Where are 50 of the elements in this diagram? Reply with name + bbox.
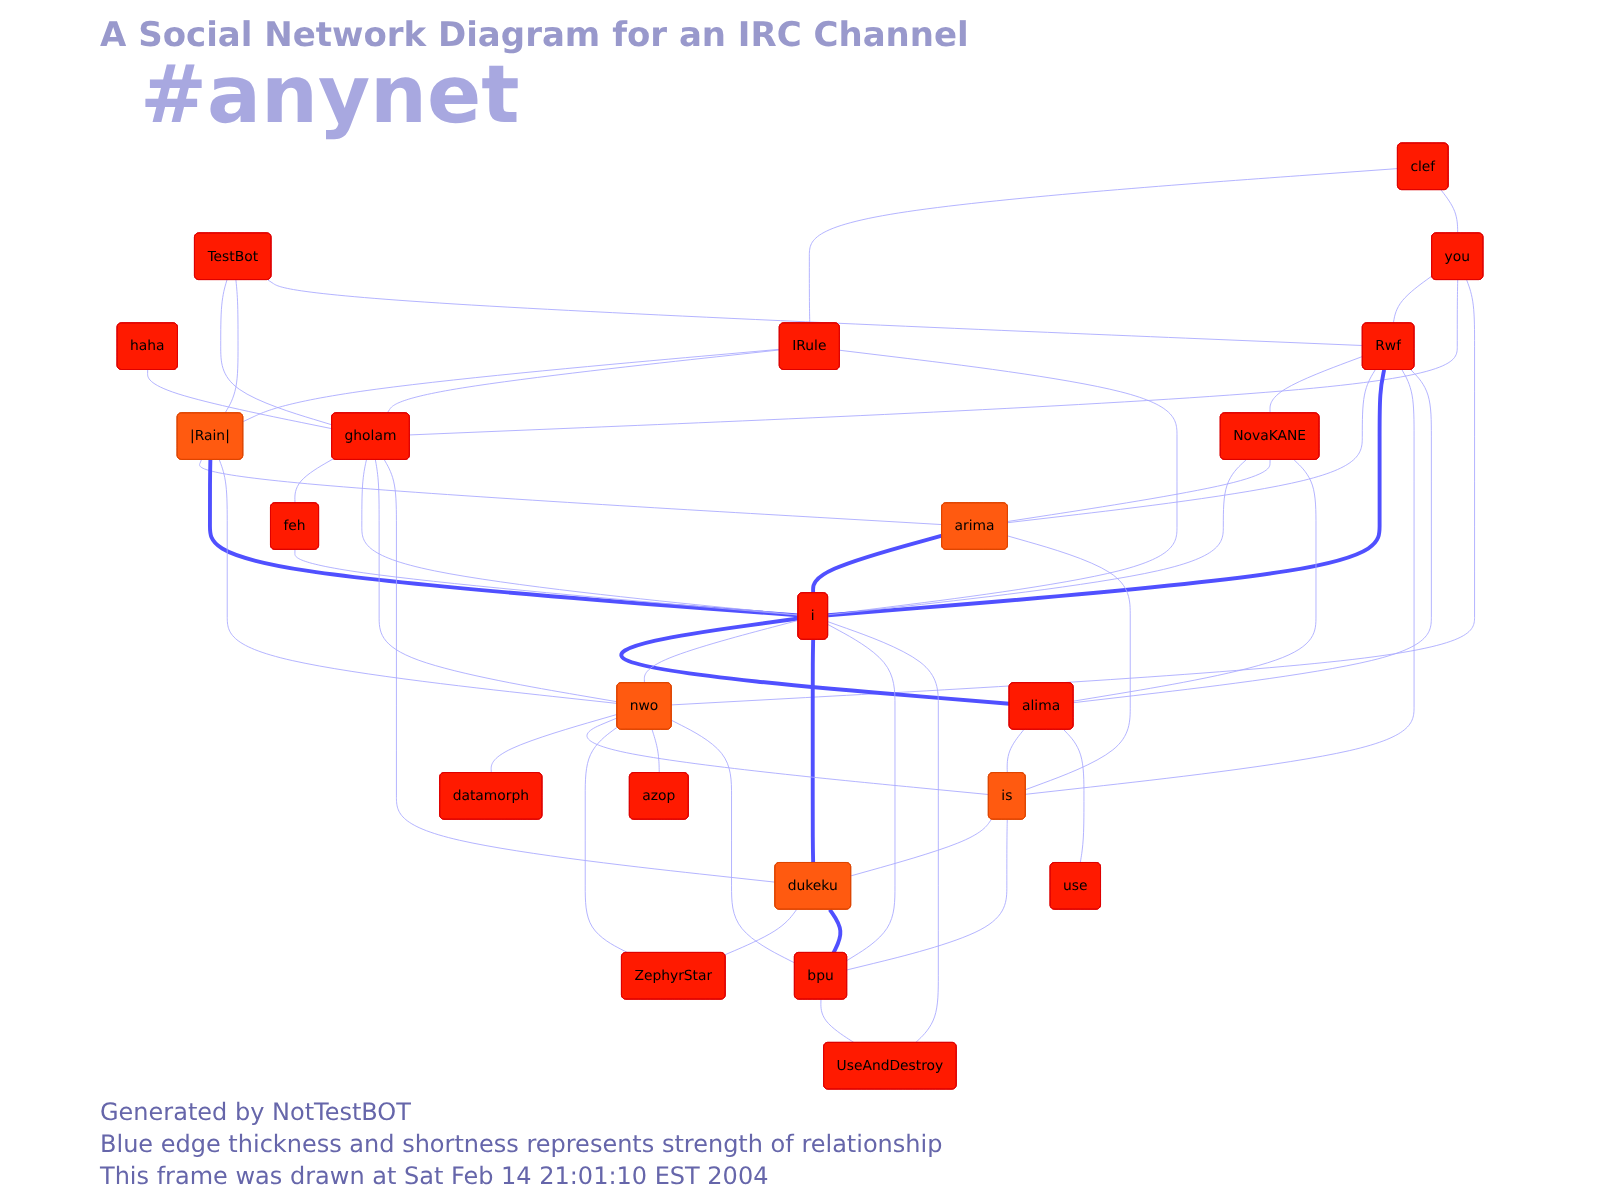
connector <box>1025 369 1415 795</box>
connector <box>820 999 855 1044</box>
connector <box>220 279 333 426</box>
connector <box>827 369 1387 618</box>
connector <box>827 621 939 1044</box>
connector <box>643 619 799 684</box>
connector <box>811 533 943 594</box>
connector <box>620 616 1010 706</box>
connector <box>651 729 660 774</box>
connector <box>147 369 333 430</box>
connector <box>386 349 781 414</box>
connector <box>850 818 992 877</box>
connector <box>828 908 843 954</box>
connector <box>671 719 796 964</box>
connector <box>1073 459 1317 702</box>
connector <box>1073 369 1432 704</box>
connector <box>1392 275 1433 324</box>
connector <box>724 909 797 956</box>
connector <box>1006 729 1025 774</box>
connector <box>808 168 1399 324</box>
connector <box>810 639 816 863</box>
connector <box>294 458 334 504</box>
connector <box>374 459 618 703</box>
footer-note: Generated by NotTestBOT <box>100 1096 413 1128</box>
connector <box>242 348 781 422</box>
connector <box>208 459 799 618</box>
footer-note: This frame was drawn at Sat Feb 14 21:01:10 EST 2004 <box>100 1160 771 1192</box>
connector <box>1007 369 1376 524</box>
connector <box>1063 729 1085 864</box>
connector <box>409 279 1459 436</box>
connector <box>827 459 1247 616</box>
connector <box>586 717 990 795</box>
connector <box>671 279 1475 706</box>
connector <box>294 549 799 616</box>
connector <box>224 279 239 414</box>
footer-note: Blue edge thickness and shortness represents strength of relationship <box>100 1128 945 1160</box>
connector <box>584 726 629 954</box>
connector <box>827 624 896 961</box>
diagram-title: A Social Network Diagram for an IRC Channel <box>98 14 971 56</box>
connector <box>490 713 618 774</box>
connector <box>1007 459 1271 522</box>
connector <box>267 279 1364 346</box>
connector <box>846 819 1008 971</box>
connector <box>383 459 776 883</box>
channel-name: #anynet <box>138 56 520 136</box>
connector <box>1269 356 1364 414</box>
connector <box>199 459 943 525</box>
connector <box>1007 535 1131 790</box>
connector <box>218 459 618 704</box>
connector <box>1440 189 1459 234</box>
